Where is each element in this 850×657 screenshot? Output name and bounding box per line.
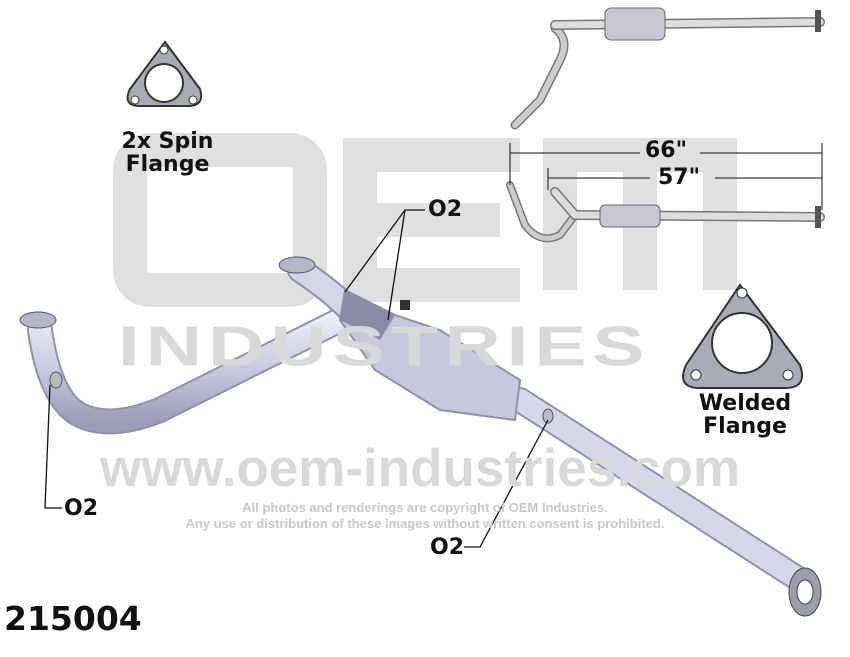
spin-flange-label: 2x Spin Flange	[121, 129, 214, 178]
o2-label-left: O2	[64, 496, 99, 521]
converter-inlet-cone	[340, 290, 395, 340]
watermark-industries: INDUSTRIES	[118, 314, 651, 378]
o2-label-top: O2	[428, 197, 463, 222]
o2-label-bottom: O2	[430, 535, 465, 560]
welded-flange-label: Welded Flange	[698, 391, 792, 440]
o2-bung-top	[400, 300, 410, 310]
o2-leader-lines	[44, 209, 549, 548]
reference-drawing-top	[510, 7, 825, 130]
o2-bung-left	[49, 371, 63, 389]
reference-drawing-bottom	[506, 181, 825, 243]
part-number: 215004	[4, 599, 142, 638]
dimension-inner-length: 57"	[658, 165, 701, 190]
dimension-lines	[509, 143, 823, 210]
inlet-flange-left	[19, 311, 57, 329]
o2-bung-bottom	[542, 408, 554, 424]
welded-flange-icon	[682, 283, 804, 389]
copyright-line-2: Any use or distribution of these images …	[185, 516, 665, 531]
spin-flange-icon	[126, 40, 203, 107]
inlet-flange-right	[278, 256, 316, 274]
copyright-line-1: All photos and renderings are copyright …	[242, 500, 608, 515]
watermark-url: www.oem-industries.com	[100, 439, 741, 498]
dimension-overall-length: 66"	[645, 138, 688, 163]
